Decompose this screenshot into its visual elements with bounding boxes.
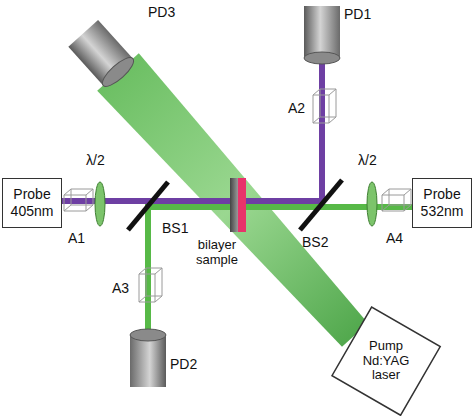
label-anchor: A2 [288,100,312,116]
probe-laser-box: Probe 532nm [412,178,472,228]
detector-label: PD1 [344,6,384,22]
analyzer-label: A4 [386,230,416,246]
label-anchor: PD3 [148,4,188,20]
box-text: Probe 405nm [6,186,58,220]
label-anchor: λ/2 [358,152,392,168]
label-anchor: A4 [386,230,416,246]
sample-layer [230,178,238,232]
detector-label: PD3 [148,4,188,20]
label-anchor: λ/2 [86,152,120,168]
probe-laser-box: Probe 405nm [2,178,62,228]
box-text: Pump Nd:YAG laser [360,339,412,384]
beamsplitter-label: BS2 [302,234,336,250]
sample-label: bilayer sample [190,238,244,268]
label-anchor: A3 [112,280,138,296]
analyzer-box [382,189,411,211]
sample-layer [238,178,246,232]
analyzer-label: A1 [68,230,98,246]
label-anchor: A1 [68,230,98,246]
box-text: Probe 532nm [416,186,468,220]
analyzer-box [139,268,162,302]
beam-splitter [300,180,342,230]
photodiode [304,6,340,64]
beamsplitter-label: BS1 [162,220,196,236]
probe-beam-405 [319,56,325,204]
analyzer-box [313,89,336,123]
photodiode [130,329,166,387]
pump-laser-box: Pump Nd:YAG laser [332,307,440,415]
half-wave-plate [367,182,377,226]
half-wave-plate [95,182,105,226]
waveplate-label: λ/2 [358,152,392,168]
label-anchor: bilayer sample [190,238,244,268]
laser-outline-shape [332,307,440,415]
label-anchor: BS1 [162,220,196,236]
photodiode [68,20,137,91]
label-anchor: BS2 [302,234,336,250]
analyzer-label: A2 [288,100,312,116]
label-anchor: PD2 [170,356,210,372]
label-anchor: PD1 [344,6,384,22]
analyzer-label: A3 [112,280,138,296]
detector-label: PD2 [170,356,210,372]
analyzer-box [64,189,93,211]
waveplate-label: λ/2 [86,152,120,168]
